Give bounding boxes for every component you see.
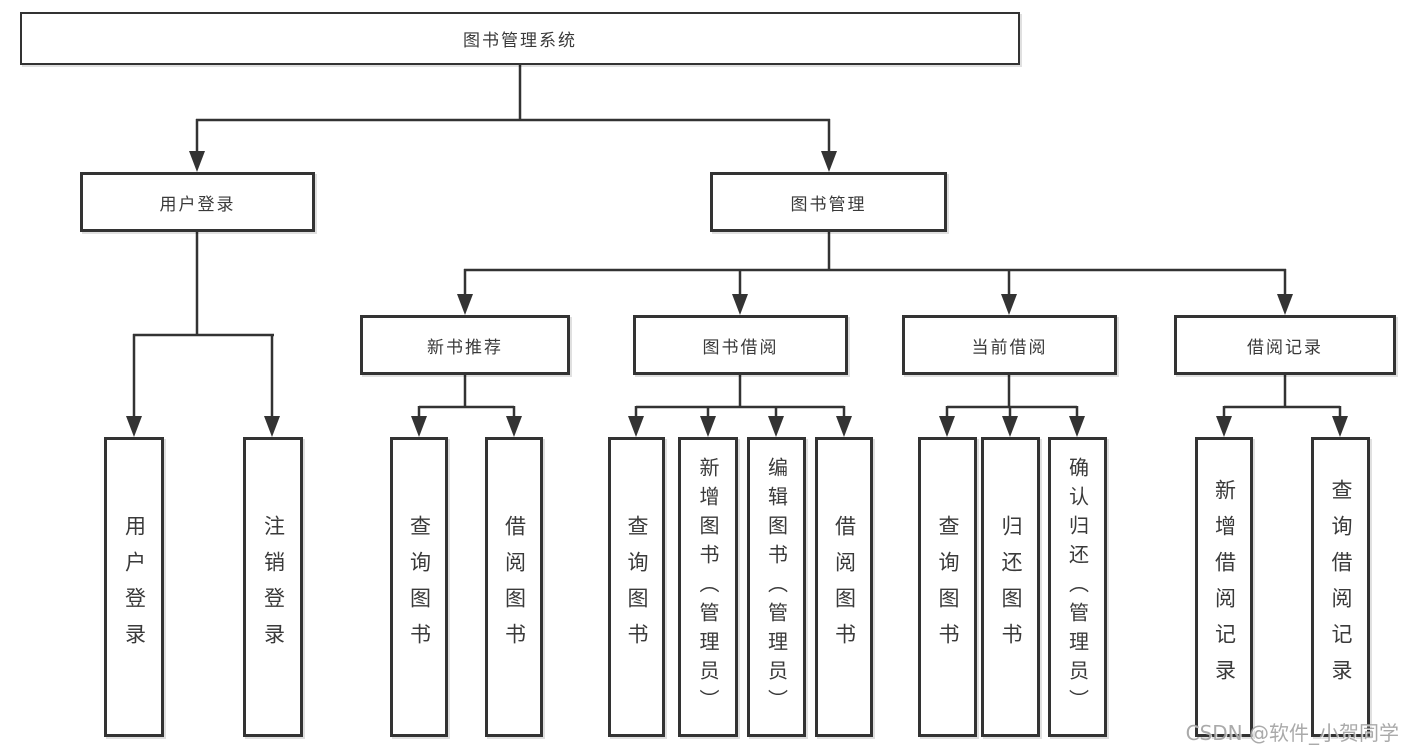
watermark: CSDN @软件_小贺同学: [1185, 721, 1399, 745]
leaf-borrow-books-recommend-label: 借阅图书: [502, 515, 527, 659]
connector-segments: [132, 65, 1342, 421]
leaf-edit-books-admin-label: 编辑图书（管理员）: [764, 456, 789, 718]
leaf-user-login-label: 用户登录: [122, 515, 147, 659]
leaf-query-books-recommend: 查询图书: [390, 437, 448, 737]
leaf-query-books-recommend-label: 查询图书: [407, 515, 432, 659]
leaf-query-books-borrowing: 查询图书: [608, 437, 665, 737]
leaf-query-books-current: 查询图书: [918, 437, 977, 737]
node-root-label: 图书管理系统: [463, 31, 577, 51]
leaf-return-books-label: 归还图书: [999, 515, 1023, 659]
node-book-borrowing-label: 图书借阅: [702, 337, 779, 358]
leaf-add-borrow-record-label: 新增借阅记录: [1212, 479, 1237, 695]
leaf-confirm-return-admin: 确认归还（管理员）: [1048, 437, 1107, 737]
leaf-add-books-admin: 新增图书（管理员）: [678, 437, 738, 737]
node-user-login-branch-label: 用户登录: [159, 194, 236, 215]
node-borrowing-records: 借阅记录: [1174, 315, 1396, 375]
leaf-logout: 注销登录: [243, 437, 303, 737]
node-new-book-recommend: 新书推荐: [360, 315, 570, 375]
leaf-query-borrow-record: 查询借阅记录: [1311, 437, 1370, 737]
leaf-return-books: 归还图书: [981, 437, 1040, 737]
arrowheads: [126, 151, 1348, 437]
node-current-borrowing: 当前借阅: [902, 315, 1117, 375]
leaf-borrow-books-borrowing-label: 借阅图书: [832, 515, 857, 659]
node-book-management: 图书管理: [710, 172, 947, 232]
node-new-book-recommend-label: 新书推荐: [427, 337, 503, 358]
leaf-borrow-books-borrowing: 借阅图书: [815, 437, 873, 737]
leaf-confirm-return-admin-label: 确认归还（管理员）: [1065, 456, 1090, 718]
node-root-system: 图书管理系统: [20, 12, 1020, 65]
leaf-logout-label: 注销登录: [261, 515, 286, 659]
leaf-add-books-admin-label: 新增图书（管理员）: [696, 456, 720, 718]
leaf-user-login: 用户登录: [104, 437, 164, 737]
node-user-login-branch: 用户登录: [80, 172, 315, 232]
leaf-borrow-books-recommend: 借阅图书: [485, 437, 543, 737]
node-current-borrowing-label: 当前借阅: [971, 337, 1048, 358]
leaf-edit-books-admin: 编辑图书（管理员）: [747, 437, 806, 737]
leaf-add-borrow-record: 新增借阅记录: [1195, 437, 1253, 737]
node-borrowing-records-label: 借阅记录: [1247, 337, 1323, 358]
leaf-query-books-borrowing-label: 查询图书: [625, 515, 649, 659]
node-book-borrowing: 图书借阅: [633, 315, 848, 375]
leaf-query-books-current-label: 查询图书: [936, 515, 960, 659]
node-book-management-label: 图书管理: [790, 194, 867, 215]
leaf-query-borrow-record-label: 查询借阅记录: [1329, 479, 1353, 695]
